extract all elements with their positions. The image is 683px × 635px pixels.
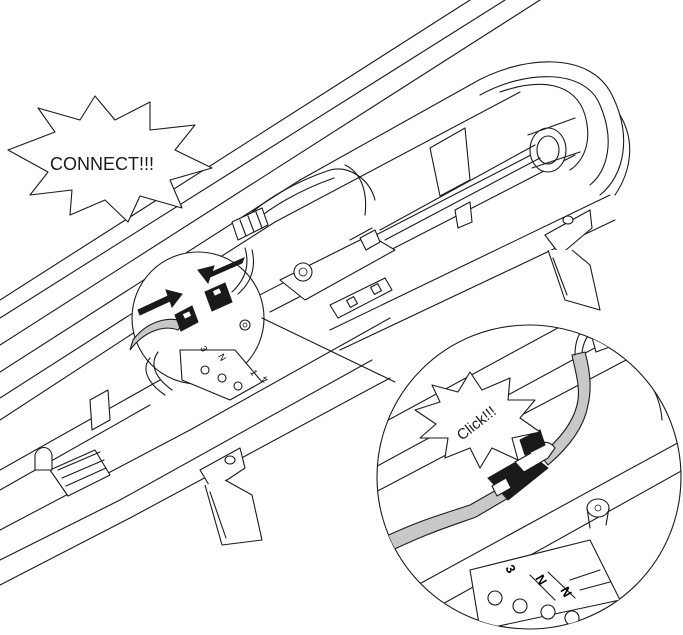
terminal-small-3: 3	[198, 344, 209, 353]
cable-gland	[379, 117, 581, 241]
luminaire-housing	[0, 0, 631, 586]
detail-circle-small: 3 1 N ↯	[129, 247, 271, 401]
terminal-small-N: N	[216, 352, 228, 363]
mounting-bracket-right	[544, 209, 601, 311]
mounting-bracket-left	[199, 447, 263, 546]
terminal-small-earth: ↯	[258, 374, 270, 386]
leader-line	[261, 317, 396, 383]
detail-circle-large: 3 N N	[376, 324, 682, 630]
inner-tab	[429, 127, 473, 229]
click-callout: Click!!!	[414, 371, 541, 469]
connect-label: CONNECT!!!	[50, 154, 154, 174]
connect-callout: CONNECT!!!	[7, 95, 213, 223]
end-connector-block	[34, 389, 111, 497]
terminal-small-1: 1	[248, 368, 259, 377]
gear-tray	[279, 227, 396, 319]
wire-harness	[231, 164, 376, 241]
